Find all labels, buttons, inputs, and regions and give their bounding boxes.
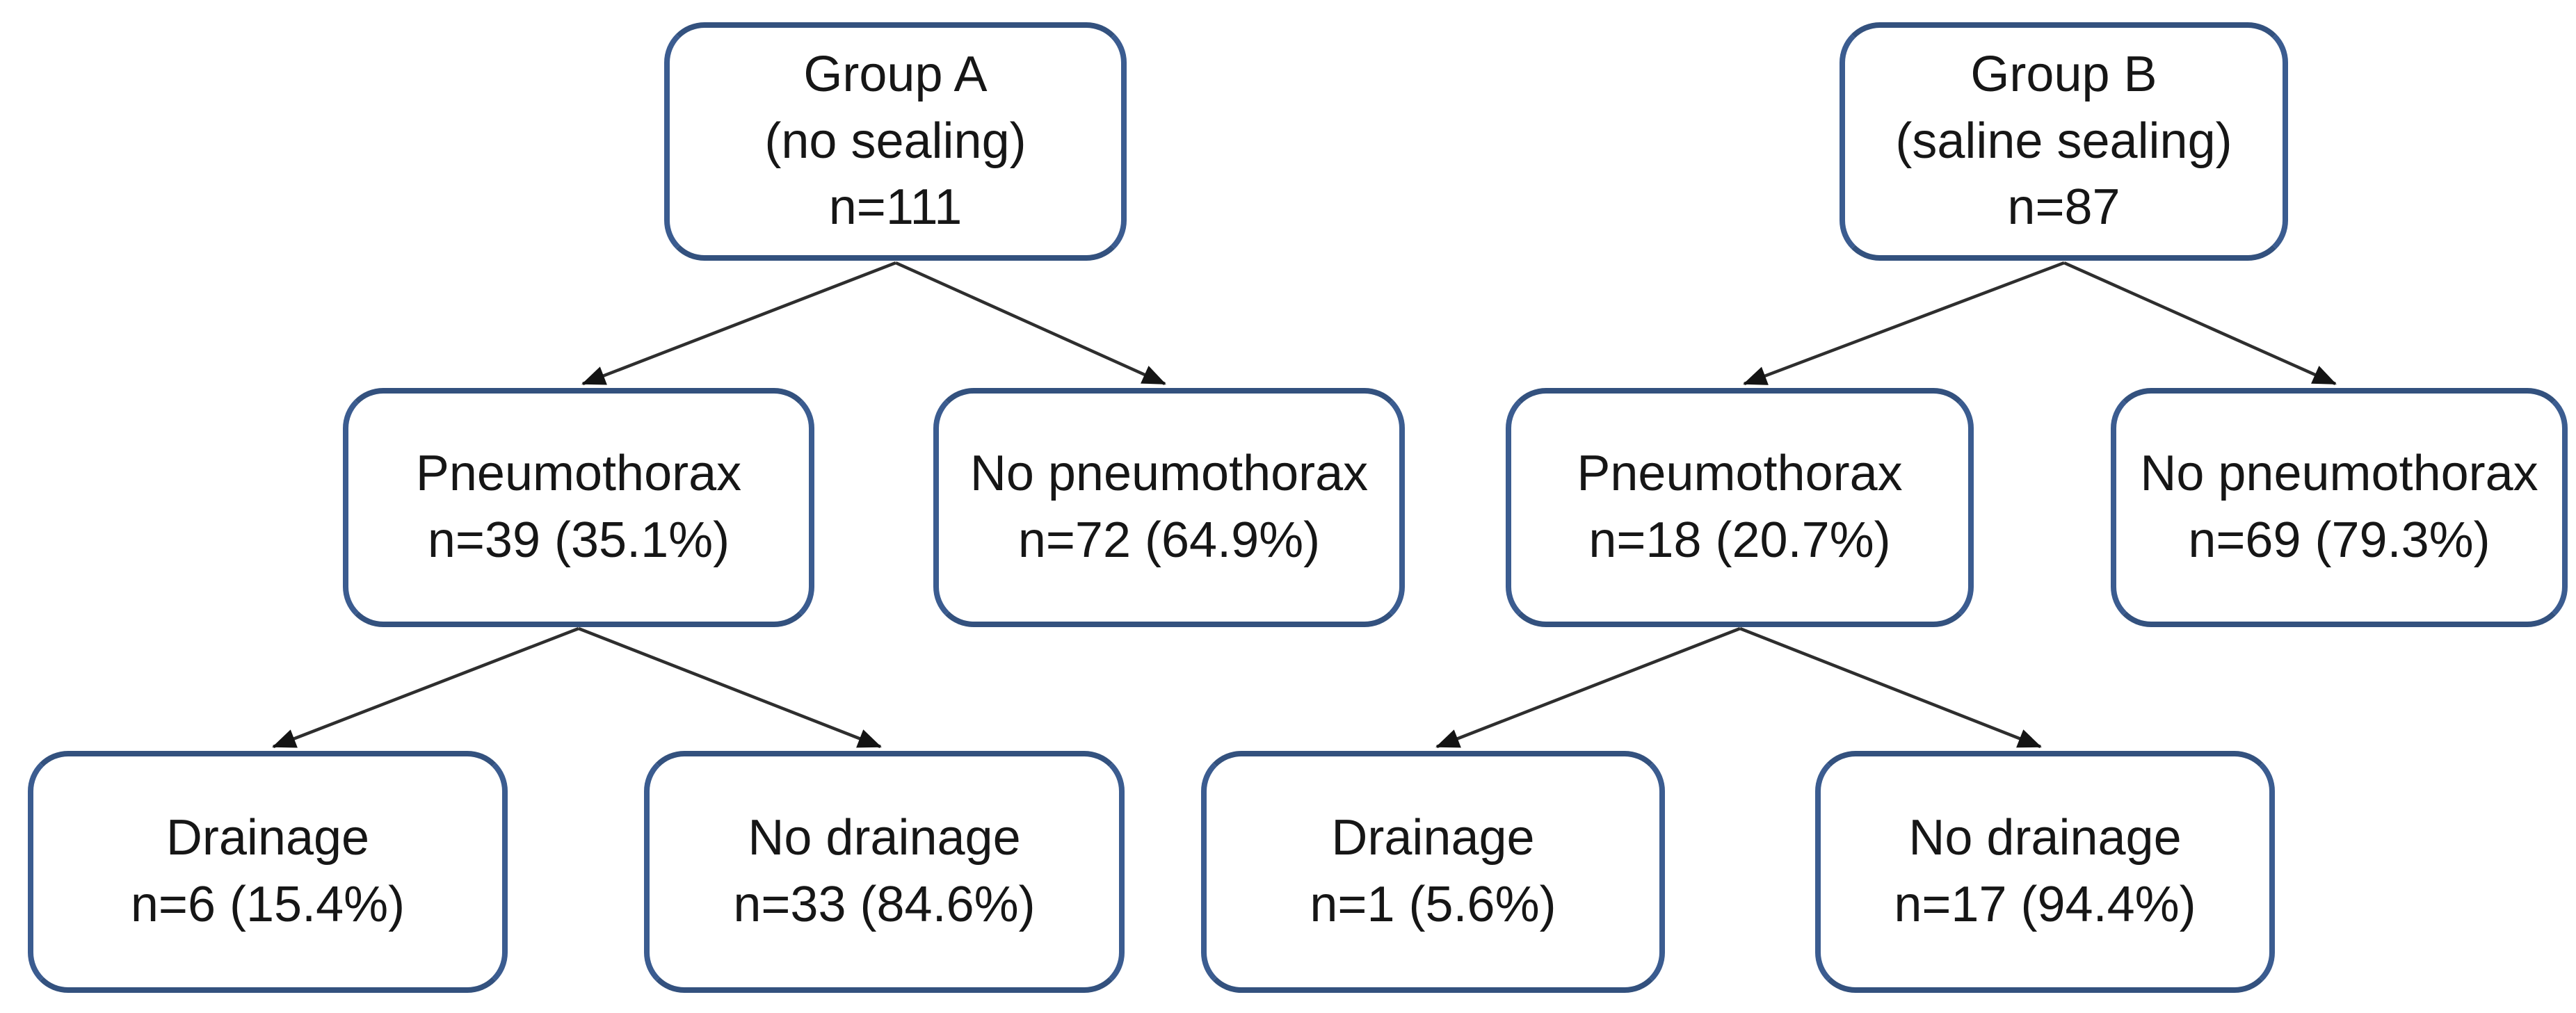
node-no-drainage-a: No drainage n=33 (84.6%)	[644, 751, 1125, 993]
node-group-a: Group A (no sealing) n=111	[664, 22, 1127, 261]
node-pneumothorax-b-count: n=18 (20.7%)	[1588, 512, 1891, 568]
edge-group-b-to-pneumothorax-b	[1743, 261, 2065, 386]
node-no-drainage-a-count: n=33 (84.6%)	[733, 877, 1036, 932]
node-group-b: Group B (saline sealing) n=87	[1840, 22, 2288, 261]
node-no-pneumothorax-b: No pneumothorax n=69 (79.3%)	[2111, 388, 2568, 627]
node-group-b-count: n=87	[2007, 179, 2120, 236]
node-drainage-b-count: n=1 (5.6%)	[1310, 877, 1556, 932]
node-no-drainage-b: No drainage n=17 (94.4%)	[1815, 751, 2275, 993]
node-drainage-a-count: n=6 (15.4%)	[130, 877, 405, 932]
edge-pneumothorax-a-to-no-drainage-a	[578, 626, 882, 749]
node-group-a-title: Group A	[803, 46, 988, 102]
node-no-drainage-b-count: n=17 (94.4%)	[1894, 877, 2196, 932]
node-pneumothorax-a-title: Pneumothorax	[415, 446, 742, 502]
edge-group-a-to-pneumothorax-a	[581, 261, 896, 386]
node-drainage-a: Drainage n=6 (15.4%)	[28, 751, 508, 993]
node-group-b-title: Group B	[1970, 46, 2157, 102]
node-no-drainage-a-title: No drainage	[748, 810, 1021, 866]
node-pneumothorax-b: Pneumothorax n=18 (20.7%)	[1506, 388, 1974, 627]
node-drainage-b-title: Drainage	[1331, 810, 1535, 866]
edge-group-a-to-no-pneumothorax-a	[895, 261, 1166, 386]
node-no-drainage-b-title: No drainage	[1908, 810, 2182, 866]
node-drainage-b: Drainage n=1 (5.6%)	[1201, 751, 1665, 993]
edge-group-b-to-no-pneumothorax-b	[2063, 261, 2337, 386]
node-pneumothorax-b-title: Pneumothorax	[1577, 446, 1903, 502]
node-no-pneumothorax-b-count: n=69 (79.3%)	[2188, 512, 2490, 568]
node-group-b-subtitle: (saline sealing)	[1895, 113, 2232, 169]
node-no-pneumothorax-b-title: No pneumothorax	[2140, 446, 2538, 502]
node-drainage-a-title: Drainage	[166, 810, 370, 866]
node-no-pneumothorax-a-title: No pneumothorax	[969, 446, 1369, 502]
node-group-a-subtitle: (no sealing)	[764, 113, 1027, 169]
node-group-a-count: n=111	[828, 179, 963, 236]
edge-pneumothorax-a-to-drainage-a	[272, 626, 579, 749]
node-no-pneumothorax-a: No pneumothorax n=72 (64.9%)	[933, 388, 1405, 627]
edge-pneumothorax-b-to-drainage-b	[1435, 626, 1741, 749]
node-pneumothorax-a-count: n=39 (35.1%)	[427, 512, 730, 568]
edge-pneumothorax-b-to-no-drainage-b	[1739, 626, 2042, 749]
node-no-pneumothorax-a-count: n=72 (64.9%)	[1017, 512, 1321, 568]
node-pneumothorax-a: Pneumothorax n=39 (35.1%)	[343, 388, 814, 627]
